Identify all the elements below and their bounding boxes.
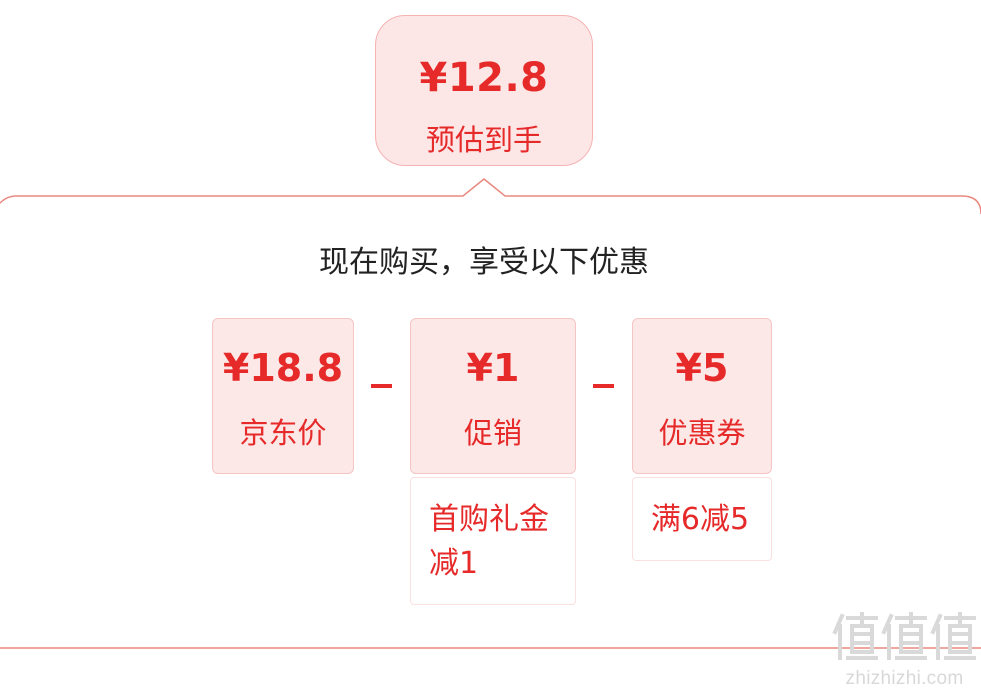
coupon-detail: 满6减5	[632, 477, 772, 561]
coupon-amount: ¥5	[675, 346, 729, 390]
discount-headline: 现在购买，享受以下优惠	[319, 245, 649, 280]
promotion-label: 促销	[463, 416, 522, 450]
jd-price-box: ¥18.8 京东价	[212, 318, 354, 474]
estimated-price-bubble: ¥12.8 预估到手	[375, 15, 593, 166]
watermark-logo-icon	[832, 612, 976, 660]
minus-sign	[371, 384, 392, 388]
jd-price-label: 京东价	[239, 416, 327, 450]
promotion-amount: ¥1	[466, 346, 520, 390]
promotion-detail: 首购礼金减1	[410, 477, 576, 605]
estimated-price-label: 预估到手	[425, 123, 542, 157]
watermark: zhizhizhi.com	[832, 612, 977, 692]
coupon-box: ¥5 优惠券	[632, 318, 772, 474]
minus-sign	[593, 384, 614, 388]
jd-price-amount: ¥18.8	[222, 346, 344, 390]
coupon-label: 优惠券	[658, 416, 746, 450]
watermark-site: zhizhizhi.com	[845, 668, 964, 689]
estimated-price-amount: ¥12.8	[419, 55, 549, 101]
promotion-box: ¥1 促销	[410, 318, 576, 474]
